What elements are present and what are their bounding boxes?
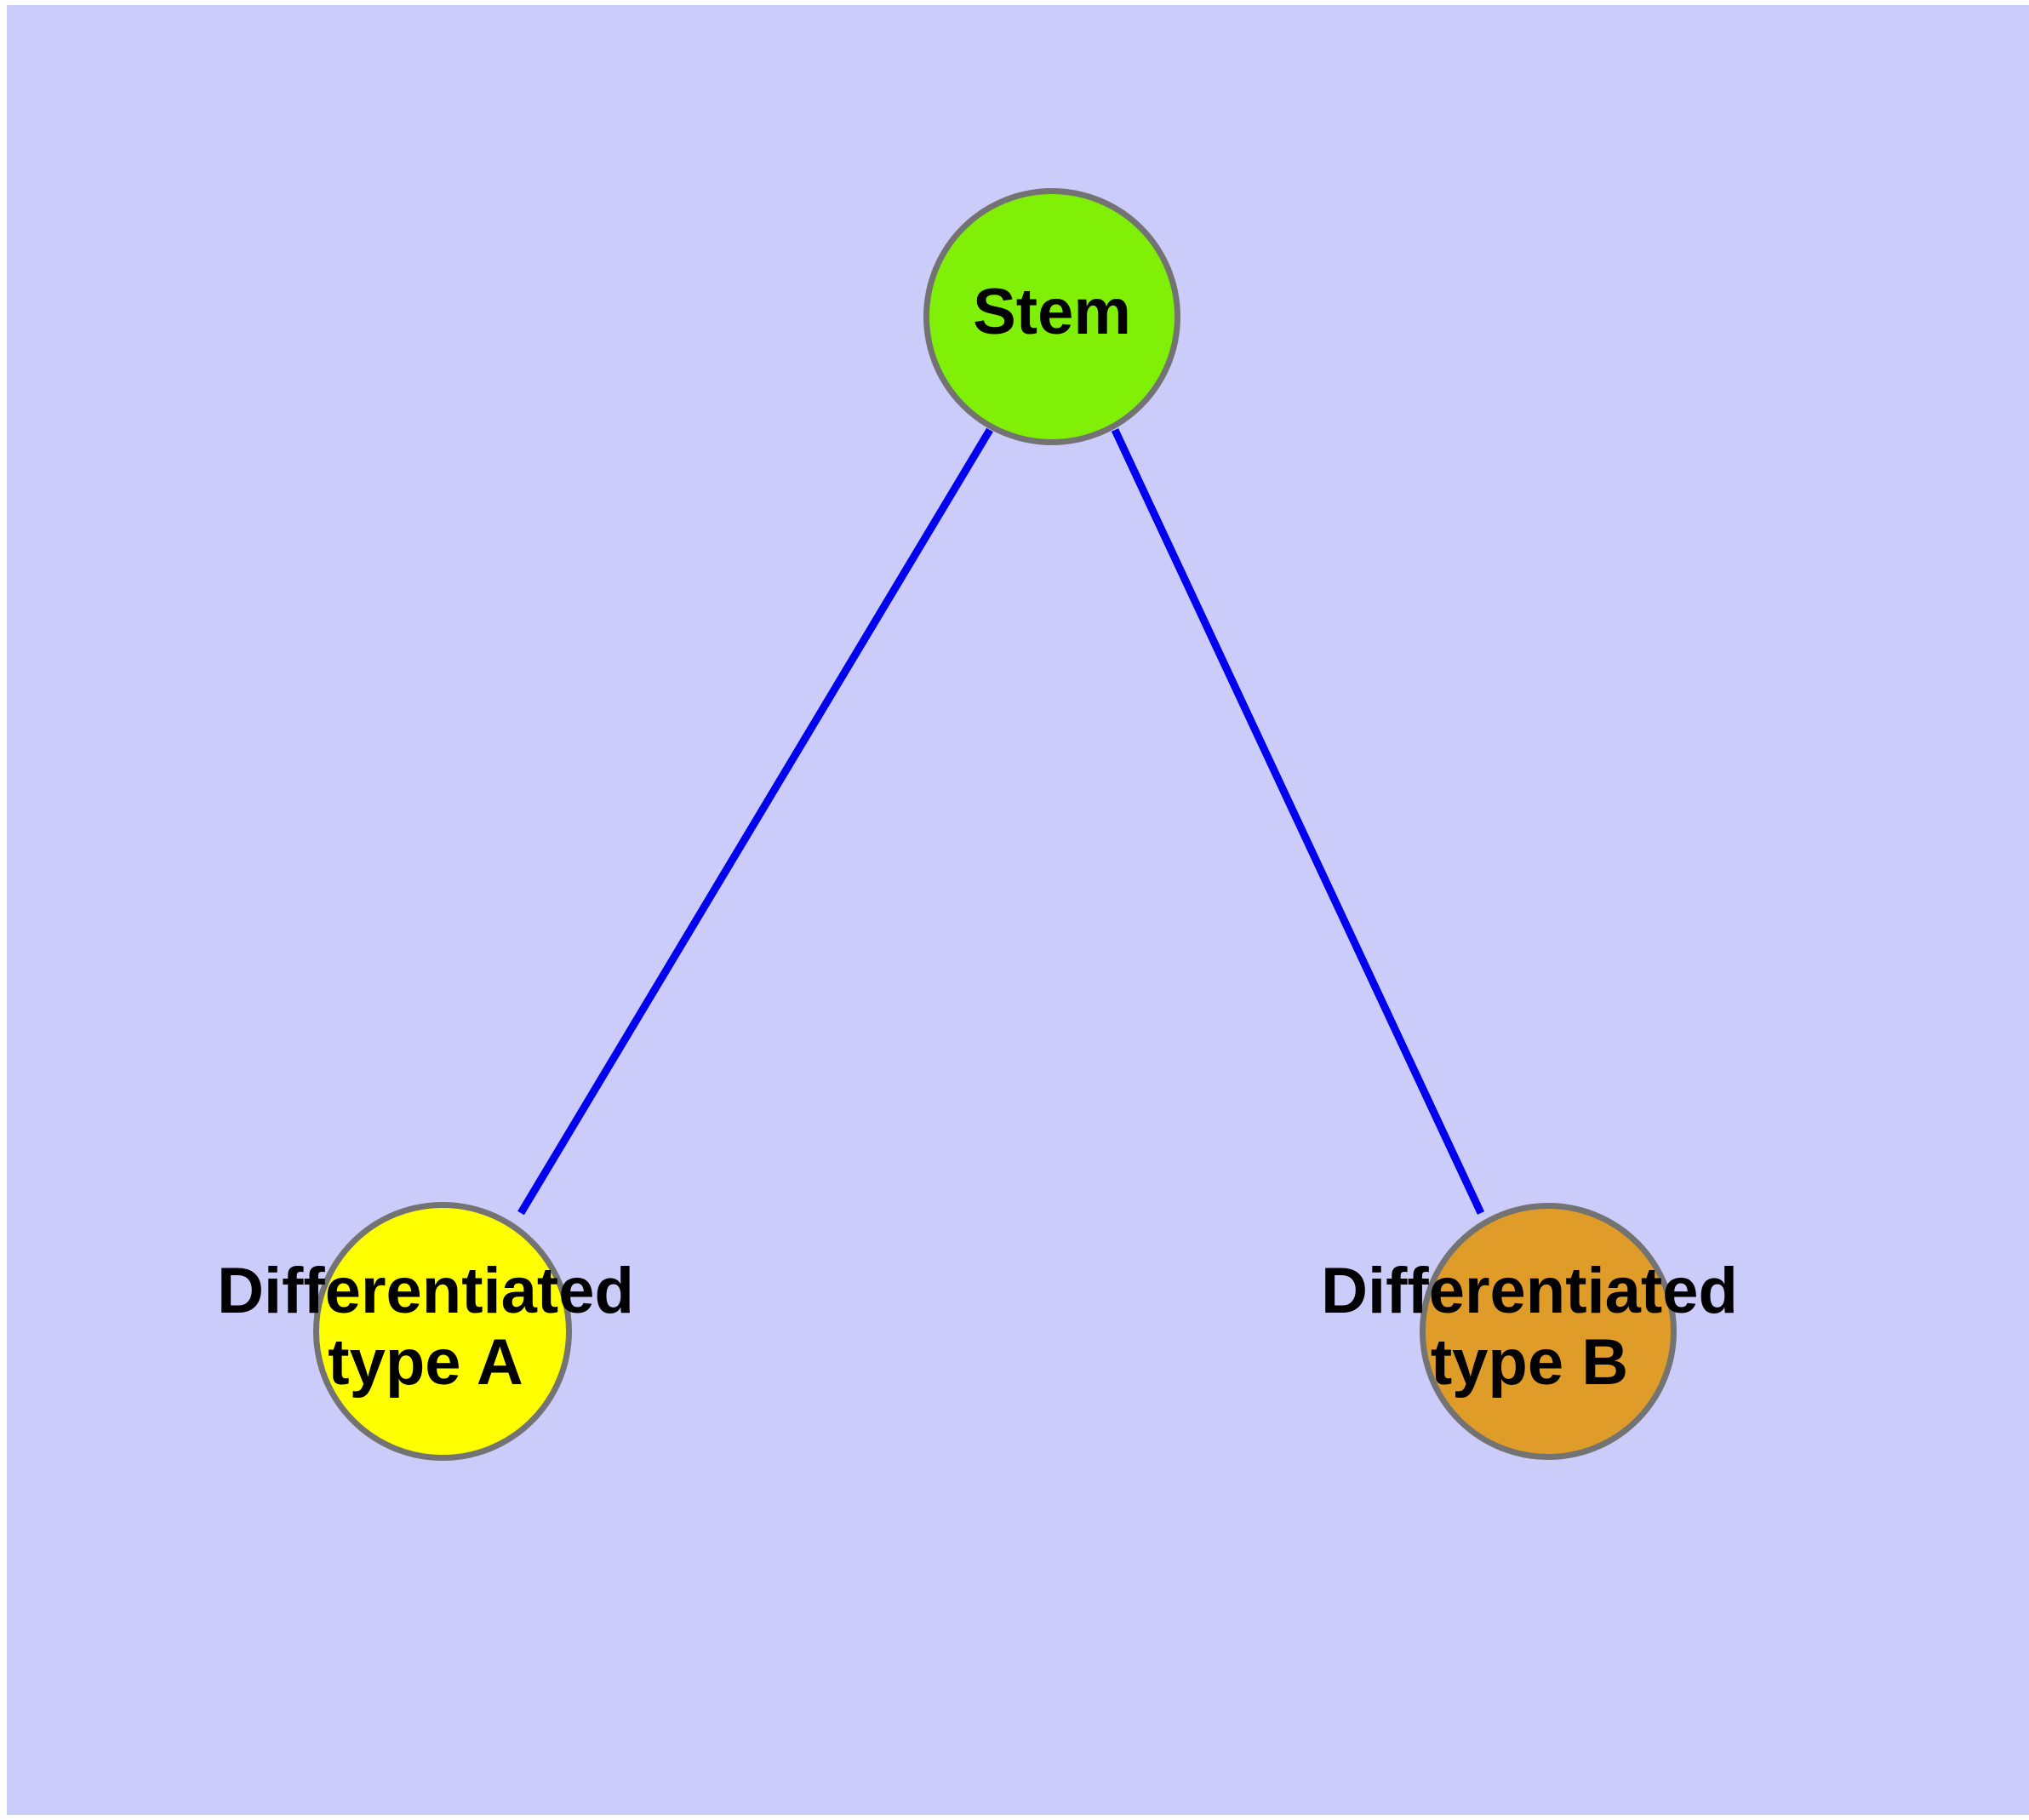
graph-node-label-line: Stem <box>973 276 1131 348</box>
nodes-layer <box>313 188 1677 1461</box>
graph-node-diff_b[interactable] <box>1420 1203 1677 1460</box>
graph-node-label-line: Differentiated <box>217 1255 634 1327</box>
edges-layer <box>517 427 1485 1216</box>
graph-node-label-line: type A <box>328 1326 523 1399</box>
graph-node-label-stem: Stem <box>973 276 1131 348</box>
graph-node-stem[interactable] <box>923 188 1180 445</box>
graph-node-diff_a[interactable] <box>313 1202 572 1461</box>
graph-node-label-line: type B <box>1431 1326 1628 1399</box>
graph-node-label-line: Differentiated <box>1321 1255 1738 1327</box>
graph-edge-stem-diff_b[interactable] <box>1111 428 1485 1215</box>
graph-edge-stem-diff_a[interactable] <box>517 427 993 1216</box>
